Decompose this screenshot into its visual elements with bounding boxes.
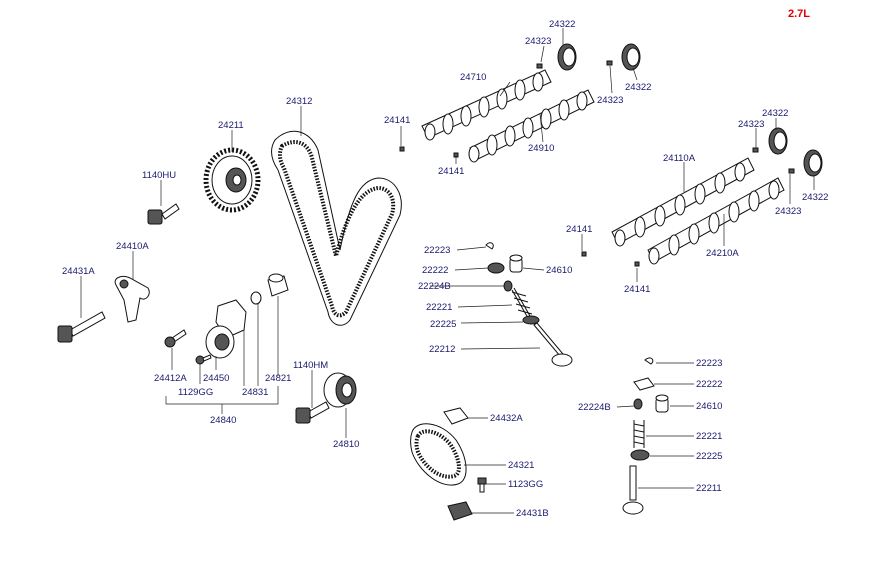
retainer-lock-22223-b [644,357,654,365]
retainer-lock-22223-a [485,242,494,250]
bolt-1123GG [477,477,487,493]
engine-label: 2.7L [788,8,810,20]
spring-22221-a [511,287,533,319]
timing-belt-24312 [271,130,402,326]
label-24412A: 24412A [154,373,187,384]
label-24821: 24821 [265,373,291,384]
label-22221-a: 22221 [426,302,452,313]
seal-22224B-b [633,398,643,410]
washer-24831 [250,291,262,305]
lifter-24610-a [509,254,523,273]
key-24323-a [536,63,543,69]
label-24450: 24450 [203,373,229,384]
label-24322-b: 24322 [625,82,651,93]
pin-24141-d [634,261,640,267]
oil-seal-24322-a [557,43,577,71]
valve-22212 [533,322,573,367]
label-24323-a: 24323 [525,36,551,47]
label-24323-b: 24323 [597,95,623,106]
label-24840: 24840 [210,415,236,426]
idler-24810 [323,372,357,408]
key-24323-b [606,60,613,66]
oil-seal-24322-d [803,149,823,177]
plate-24432A [443,407,469,425]
retainer-22222-a [487,262,505,274]
plate-24431B [447,501,473,521]
label-22225-a: 22225 [430,319,456,330]
label-1140HU: 1140HU [142,170,176,181]
label-24211: 24211 [218,120,244,131]
lifter-24610-b [655,394,669,413]
label-24910: 24910 [528,143,554,154]
label-24410A: 24410A [116,241,149,252]
label-22224B-b: 22224B [578,402,611,413]
seat-22225-a [522,315,540,325]
label-22212: 22212 [429,344,455,355]
label-24312: 24312 [286,96,312,107]
label-24322-c: 24322 [762,108,788,119]
spring-22221-b [633,420,645,448]
oil-seal-24322-c [768,127,788,155]
screw-1129GG [195,354,212,365]
label-1123GG: 1123GG [508,479,543,490]
seat-22225-b [630,449,650,461]
label-24323-c: 24323 [738,119,764,130]
label-24323-d: 24323 [775,206,801,217]
bolt-1140HU [147,203,180,225]
camshaft-24110A [611,157,755,247]
label-24610-b: 24610 [696,401,722,412]
label-24322-a: 24322 [549,19,575,30]
part-labels: 24322 24323 24710 24323 24322 24141 2491… [62,19,828,519]
label-24141-a: 24141 [384,115,410,126]
label-22225-b: 22225 [696,451,722,462]
label-22222-a: 22222 [422,265,448,276]
label-22223-b: 22223 [696,358,722,369]
tensioner-24450 [205,299,247,359]
label-1129GG: 1129GG [178,387,213,398]
camshaft-24210A [647,177,785,265]
label-24141-d: 24141 [624,284,650,295]
label-22224B-a: 22224B [418,281,451,292]
label-24141-c: 24141 [566,224,592,235]
leader-lines [80,28,815,514]
bolt-24412A [164,329,187,348]
label-24710: 24710 [460,72,486,83]
label-24431B: 24431B [516,508,549,519]
pin-24141-c [581,251,587,257]
camshaft-24710 [421,69,552,141]
label-24210A: 24210A [706,248,739,259]
belt-24321 [410,423,467,486]
label-22221-b: 22221 [696,431,722,442]
label-24610-a: 24610 [546,265,572,276]
bolt-24431A [57,311,106,343]
valve-22211 [622,465,644,515]
bracket-24410A [114,275,150,323]
label-24110A: 24110A [663,153,696,164]
key-24323-c [752,147,759,153]
key-24323-d [788,168,795,174]
label-24322-d: 24322 [802,192,828,203]
label-24810: 24810 [333,439,359,450]
label-24141-b: 24141 [438,166,464,177]
label-24321: 24321 [508,460,534,471]
label-22222-b: 22222 [696,379,722,390]
oil-seal-24322-b [621,43,641,71]
retainer-22222-b [633,377,655,391]
sprocket-24211 [203,147,261,213]
pin-24821 [267,273,289,297]
bolt-1140HM [295,401,330,424]
label-1140HM: 1140HM [293,360,328,371]
label-22223-a: 22223 [424,245,450,256]
label-24432A: 24432A [490,413,523,424]
pin-24141-a [399,146,405,152]
camshaft-24910 [468,89,595,163]
label-24831: 24831 [242,387,268,398]
label-24431A: 24431A [62,266,95,277]
label-22211: 22211 [696,483,722,494]
seal-22224B-a [503,280,513,292]
